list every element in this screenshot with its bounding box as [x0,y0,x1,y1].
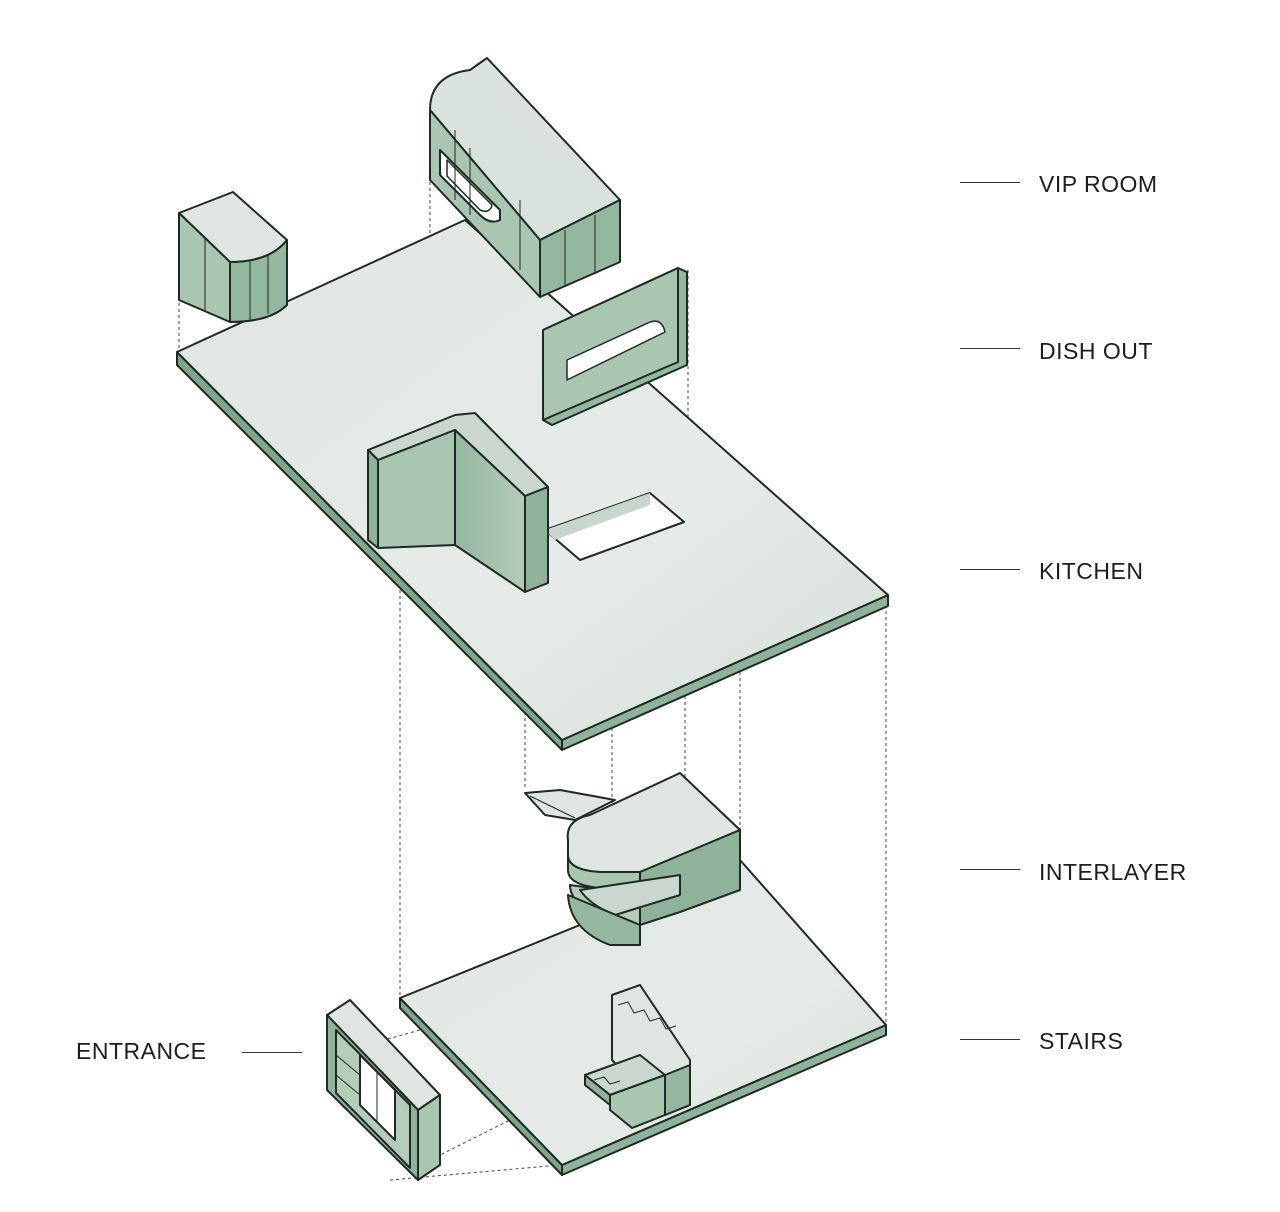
interlayer-leader-line [960,869,1020,870]
dish-out-leader-line [960,348,1020,349]
entrance-label: ENTRANCE [76,1038,207,1064]
vip-room-block [429,57,621,298]
stairs-block [584,984,691,1129]
entrance-leader-line [242,1052,302,1053]
interlayer-block [524,772,741,946]
stairs-leader-line [960,1039,1020,1040]
vip-room-leader-line [960,182,1020,183]
kitchen-leader-line [960,569,1020,570]
dish-out-panel [542,267,688,426]
kitchen-label: KITCHEN [1039,558,1144,584]
kitchen-wall [367,412,549,593]
stairs-label: STAIRS [1039,1028,1124,1054]
entrance-door [326,999,441,1181]
vip-room-label: VIP ROOM [1039,171,1158,197]
small-curved-wall [178,191,288,323]
interlayer-label: INTERLAYER [1039,859,1187,885]
dish-out-label: DISH OUT [1039,338,1153,364]
